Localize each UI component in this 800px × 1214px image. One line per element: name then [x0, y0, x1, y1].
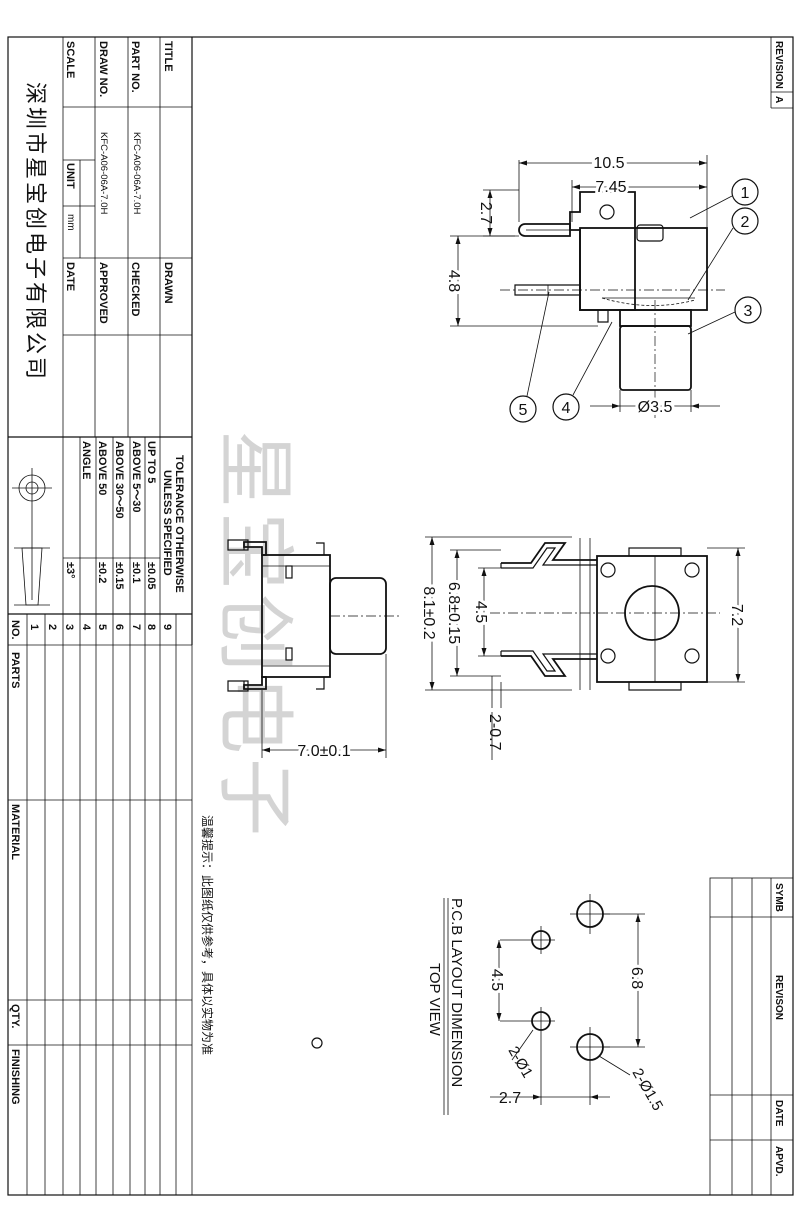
dim-total-length: 10.5	[593, 155, 624, 172]
pcb-dim-offset: 2.7	[499, 1090, 521, 1107]
finishing-label: FINISHING	[9, 1049, 21, 1105]
tol-range-4: ABOVE 50	[96, 441, 108, 495]
callout-3: 3	[744, 303, 753, 320]
tol-value-5: ±3°	[64, 562, 76, 579]
pcb-dim-large-holes: 2-Ø1.5	[629, 1066, 667, 1114]
scale-label: SCALE	[64, 41, 76, 78]
tol-value-2: ±0.1	[130, 562, 142, 583]
side-view: 10.5 7.45 2.7 4.8 Ø3.5 1 2 3 4	[442, 152, 762, 423]
tol-value-4: ±0.2	[96, 562, 108, 583]
draw-no-value: KFC-A06-06A-7.0H	[98, 132, 109, 215]
pcb-layout: P.C.B LAYOUT DIMENSION TOP VIEW 6.8 4.5 …	[426, 894, 666, 1115]
front-view: 7.0±0.1	[227, 539, 400, 763]
dim-pin-length: 2.7	[477, 202, 494, 224]
material-label: MATERIAL	[9, 804, 21, 860]
parts-list: NO. PARTS MATERIAL QTY. FINISHING 1 2 3 …	[8, 614, 193, 1195]
tolerance-heading-2: UNLESS SPECIFIED	[161, 470, 173, 576]
row-number: 1	[28, 624, 40, 630]
callout-4: 4	[562, 400, 571, 417]
checked-label: CHECKED	[129, 262, 141, 316]
part-no-label: PART NO.	[129, 41, 141, 93]
callout-2: 2	[741, 214, 750, 231]
stray-circle-mark	[311, 1037, 323, 1049]
tol-value-3: ±0.15	[113, 562, 125, 589]
sheet-border	[7, 36, 794, 1196]
revision-block-bottom: SYMB REVISON DATE APVD.	[709, 877, 794, 1196]
top-view: 8.1±0.2 6.8±0.15 4.5 7.2 2-0.7	[417, 536, 748, 760]
dim-height: 4.8	[445, 270, 462, 292]
tol-range-2: ABOVE 5～30	[130, 441, 142, 513]
row-number: 6	[113, 624, 125, 630]
drawn-label: DRAWN	[162, 262, 174, 304]
projection-symbol-icon	[12, 468, 52, 606]
dim-body-width: 7.2	[728, 604, 745, 626]
pcb-dim-hole-spacing: 4.5	[488, 969, 505, 991]
tolerance-heading-1: TOLERANCE OTHERWISE	[173, 455, 185, 593]
pcb-subtitle: TOP VIEW	[426, 963, 443, 1037]
parts-label: PARTS	[9, 652, 21, 688]
tol-range-1: UP TO 5	[145, 441, 157, 483]
callout-1: 1	[741, 185, 750, 202]
pcb-dim-pad-spacing: 6.8	[628, 967, 645, 989]
title-block: TITLE PART NO. DRAW NO. SCALE UNIT DATE …	[8, 37, 193, 615]
revision-label: REVISION	[773, 41, 784, 89]
tol-value-1: ±0.05	[145, 562, 157, 589]
qty-label: QTY.	[9, 1004, 21, 1028]
tol-range-5: ANGLE	[80, 441, 92, 480]
dim-body-length: 7.45	[595, 179, 626, 196]
dim-pin-span: 6.8±0.15	[445, 582, 462, 644]
row-number: 2	[46, 624, 58, 630]
row-number: 5	[96, 624, 108, 630]
row-number: 8	[145, 624, 157, 630]
reference-note: 温馨提示：此图纸仅供参考，具体以实物为准	[200, 815, 215, 1055]
pcb-dim-small-holes: 2-Ø1	[505, 1044, 536, 1081]
tolerance-block: TOLERANCE OTHERWISE UNLESS SPECIFIED UP …	[12, 437, 185, 614]
rev-date-label: DATE	[773, 1100, 784, 1127]
revision-value: A	[773, 96, 784, 103]
unit-value: mm	[65, 214, 76, 231]
unit-label: UNIT	[64, 163, 76, 189]
apvd-label: APVD.	[773, 1146, 784, 1177]
dim-outer-width: 8.1±0.2	[420, 586, 437, 639]
revison-label: REVISON	[773, 975, 784, 1020]
no-label: NO.	[9, 620, 21, 640]
title-label: TITLE	[162, 41, 174, 72]
dim-front-width: 7.0±0.1	[297, 743, 350, 760]
row-number: 3	[63, 624, 75, 630]
row-number: 4	[80, 624, 92, 631]
dim-button-diameter: Ø3.5	[638, 399, 673, 416]
callout-5: 5	[519, 402, 528, 419]
row-number: 9	[161, 624, 173, 630]
dim-pin-pitch: 4.5	[472, 601, 489, 623]
dim-pin-thickness: 2-0.7	[486, 714, 503, 751]
tol-range-3: ABOVE 30～50	[113, 441, 125, 519]
date-label: DATE	[64, 262, 76, 291]
symb-label: SYMB	[773, 883, 784, 912]
company-name: 深圳市星宝创电子有限公司	[23, 82, 48, 382]
pcb-title: P.C.B LAYOUT DIMENSION	[448, 898, 465, 1087]
row-number: 7	[130, 624, 142, 630]
watermark: 星宝创电子	[211, 430, 299, 840]
approved-label: APPROVED	[97, 262, 109, 324]
revision-block-top: REVISION A	[770, 37, 793, 109]
draw-no-label: DRAW NO.	[97, 41, 109, 97]
part-no-value: KFC-A06-06A-7.0H	[131, 132, 142, 215]
